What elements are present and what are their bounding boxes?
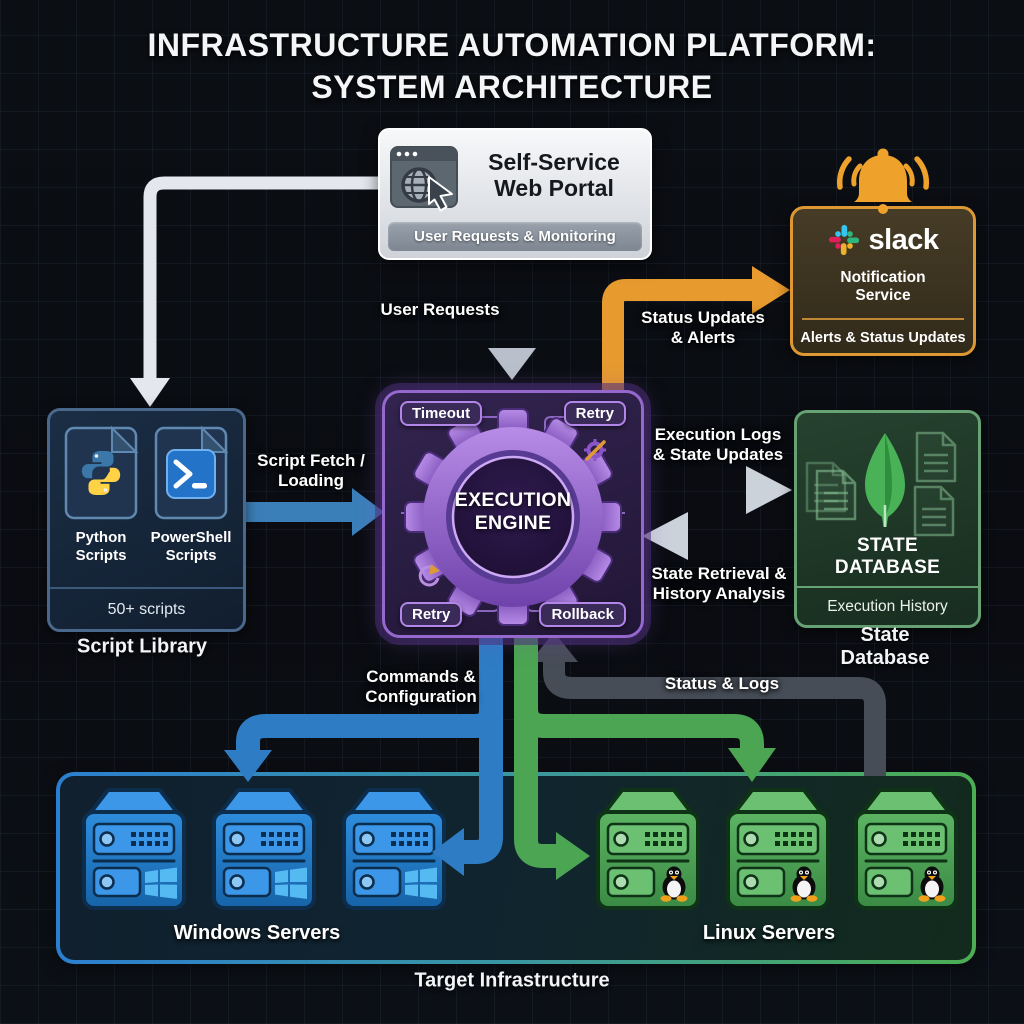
slack-service-label: Notification Service	[840, 269, 926, 305]
target-infrastructure-caption: Target Infrastructure	[414, 969, 610, 992]
state-database-footer: Execution History	[827, 598, 948, 615]
arrow-user-requests	[488, 257, 536, 380]
web-portal-title: Self-Service Web Portal	[488, 149, 620, 201]
slack-brand-row: slack	[793, 223, 973, 257]
python-scripts-label: Python Scripts	[75, 529, 127, 564]
python-file-icon	[64, 425, 139, 520]
slack-footer: Alerts & Status Updates	[800, 330, 966, 346]
arrow-commands-windows	[224, 630, 503, 876]
mini-recycle-icon	[418, 564, 440, 587]
arrow-state-retrieval	[642, 512, 790, 560]
powershell-file-icon	[154, 425, 229, 520]
execution-engine-label: EXECUTION ENGINE	[454, 489, 572, 535]
flow-state-retrieval: State Retrieval & History Analysis	[651, 563, 787, 603]
flow-execution-logs: Execution Logs & State Updates	[652, 424, 784, 464]
state-database-box: STATE DATABASE Execution History	[794, 410, 981, 628]
engine-tab-retry-bottom: Retry	[400, 602, 463, 627]
browser-globe-icon	[390, 146, 458, 212]
flow-user-requests: User Requests	[380, 299, 500, 319]
mini-gear-wrench-icon	[584, 439, 606, 461]
powershell-scripts-label: PowerShell Scripts	[150, 529, 232, 564]
arrow-script-fetch	[244, 488, 384, 536]
engine-tab-rollback: Rollback	[539, 602, 626, 627]
arrow-portal-library	[130, 176, 382, 407]
script-library-caption: Script Library	[76, 635, 208, 658]
flow-commands: Commands & Configuration	[365, 666, 477, 706]
execution-engine-box: Timeout Retry Retry Rollback EXECUTION E…	[382, 390, 644, 638]
arrow-execution-logs	[644, 466, 792, 514]
flow-status-updates: Status Updates & Alerts	[641, 307, 765, 347]
engine-gear-graphic	[401, 408, 625, 626]
linux-servers-label: Linux Servers	[702, 922, 836, 944]
state-database-label: STATE DATABASE	[834, 535, 941, 579]
mongodb-leaf-icon	[865, 433, 905, 527]
notification-bell-icon	[836, 148, 930, 214]
database-icons	[805, 431, 957, 537]
web-portal-footer: User Requests & Monitoring	[388, 222, 642, 251]
state-database-caption: State Database	[840, 624, 930, 669]
script-library-box: Python Scripts PowerShell Scripts 50+ sc…	[47, 408, 246, 632]
script-library-divider	[50, 587, 243, 589]
flow-script-fetch: Script Fetch / Loading	[257, 450, 365, 490]
arrow-commands-linux	[514, 630, 776, 880]
arrow-status-logs	[530, 632, 886, 776]
flow-status-logs: Status & Logs	[664, 673, 780, 693]
slack-divider	[802, 318, 964, 320]
web-portal-box: Self-Service Web Portal User Requests & …	[378, 128, 652, 260]
engine-tab-retry-top: Retry	[563, 401, 626, 426]
windows-servers-label: Windows Servers	[173, 922, 341, 944]
arrow-status-updates	[602, 266, 790, 394]
page-title-line1: INFRASTRUCTURE AUTOMATION PLATFORM:	[147, 27, 877, 63]
script-library-footer: 50+ scripts	[107, 601, 186, 618]
page-title-line2: SYSTEM ARCHITECTURE	[311, 69, 713, 106]
state-database-divider	[797, 586, 978, 588]
page-title: INFRASTRUCTURE AUTOMATION PLATFORM: SYST…	[0, 24, 1024, 108]
engine-tab-timeout: Timeout	[400, 401, 483, 426]
slack-wordmark: slack	[868, 223, 939, 256]
slack-box: slack Notification Service Alerts & Stat…	[790, 148, 976, 356]
slack-logo-icon	[829, 224, 860, 256]
